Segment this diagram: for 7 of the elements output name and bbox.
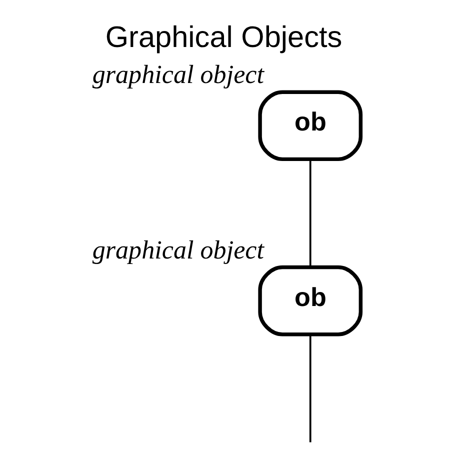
diagram-title: Graphical Objects bbox=[105, 20, 342, 54]
node-label: graphical object bbox=[92, 60, 264, 90]
connector bbox=[309, 334, 312, 442]
node-box: ob bbox=[258, 265, 363, 336]
node-box: ob bbox=[258, 90, 363, 162]
node-label: graphical object bbox=[92, 235, 264, 264]
connector bbox=[309, 160, 312, 267]
